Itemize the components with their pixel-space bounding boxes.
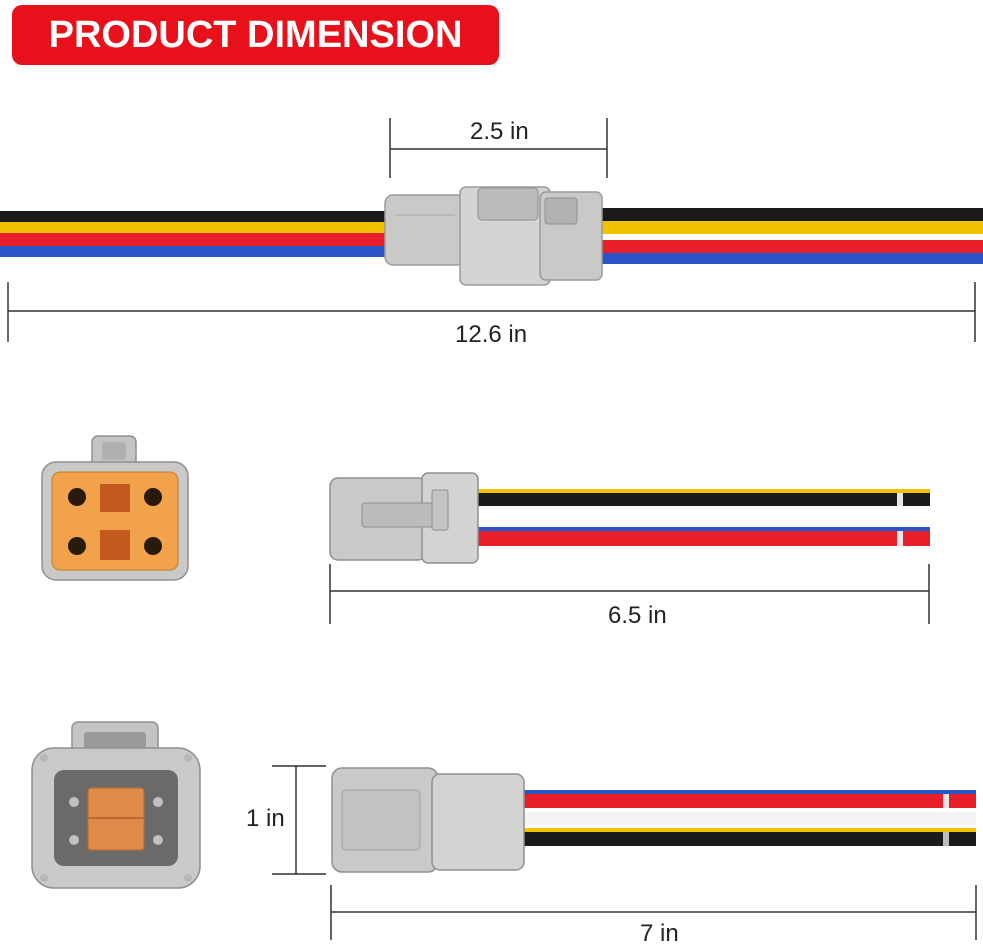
dimension-line-connector-height — [272, 765, 326, 875]
female-connector-face — [41, 435, 189, 581]
dimension-line-male-lead — [330, 885, 977, 940]
title-banner: PRODUCT DIMENSION — [12, 5, 499, 65]
label-male-lead-length: 7 in — [640, 920, 679, 947]
full-harness — [0, 186, 983, 286]
male-connector-face — [31, 721, 201, 889]
dimension-line-total-length — [7, 282, 976, 342]
label-connector-height: 1 in — [246, 805, 285, 832]
male-connector-side — [331, 767, 976, 873]
label-female-lead-length: 6.5 in — [608, 602, 667, 629]
label-total-length: 12.6 in — [455, 321, 528, 348]
female-connector-side — [329, 472, 930, 564]
label-connector-length: 2.5 in — [470, 118, 529, 145]
dimension-line-female-lead — [329, 564, 930, 624]
dimension-line-connector-length — [389, 118, 608, 178]
